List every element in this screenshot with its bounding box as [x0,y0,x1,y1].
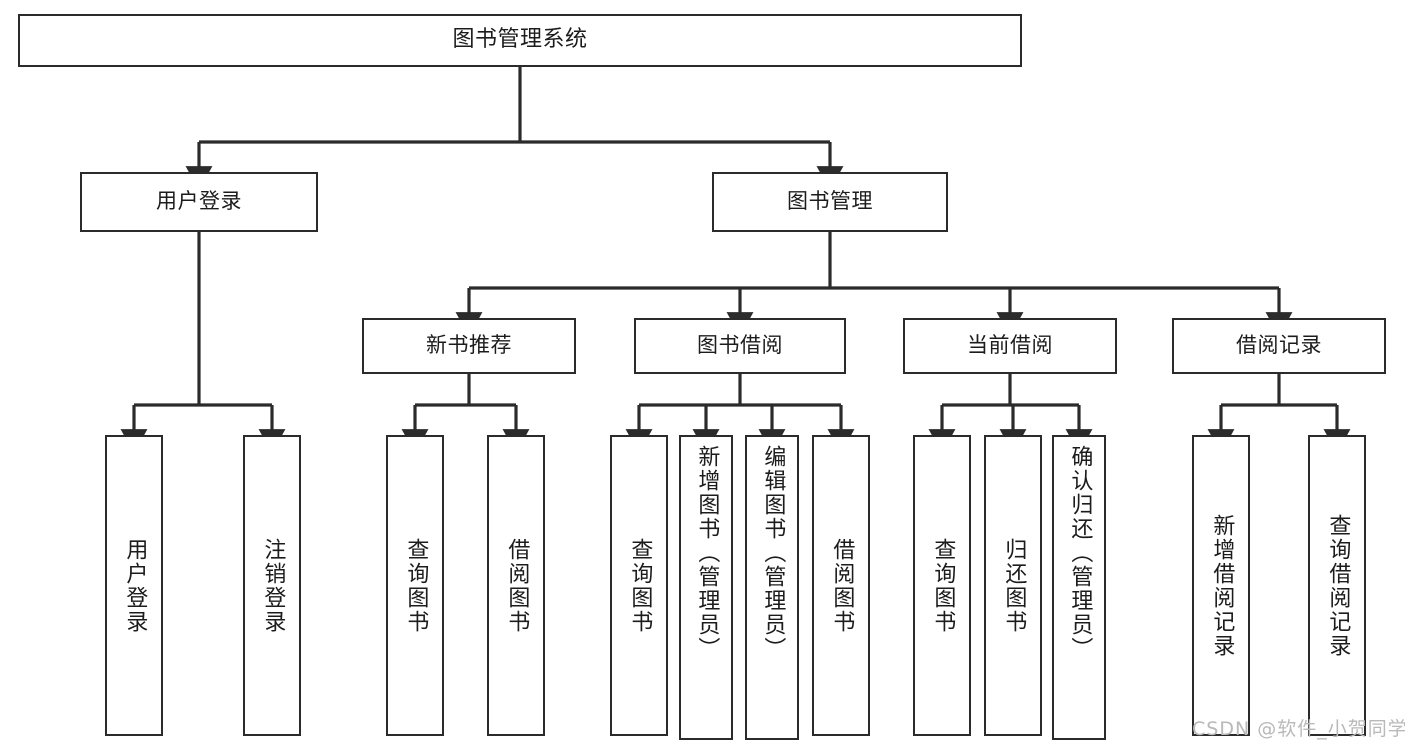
node-leaf-return-book[interactable]: 归还图书 [984,435,1042,736]
node-leaf-user-logout[interactable]: 注销登录 [243,435,301,736]
node-leaf-query-book-1[interactable]: 查询图书 [386,435,444,736]
csdn-watermark: CSDN @软件_小贺同学 [1192,718,1405,740]
node-leaf-confirm-return[interactable]: 确认归还（管理员） [1052,435,1106,740]
node-label: 借阅记录 [1236,333,1322,358]
node-leaf-user-login[interactable]: 用户登录 [105,435,163,736]
node-leaf-query-book-2[interactable]: 查询图书 [610,435,668,736]
node-leaf-borrow-book-2[interactable]: 借阅图书 [812,435,870,736]
node-label: 用户登录 [156,189,242,214]
node-label: 图书管理系统 [452,27,588,53]
node-label: 查询图书 [403,537,429,634]
node-borrow-record[interactable]: 借阅记录 [1172,318,1386,374]
node-label: 新增借阅记录 [1209,513,1235,658]
node-label: 借阅图书 [829,537,855,634]
node-label: 查询借阅记录 [1325,513,1351,658]
node-leaf-query-record[interactable]: 查询借阅记录 [1308,435,1366,736]
node-label: 图书管理 [787,189,873,214]
node-label: 图书借阅 [697,333,783,358]
node-label: 归还图书 [1001,537,1027,634]
node-book-manage[interactable]: 图书管理 [712,172,948,232]
node-label: 新增图书（管理员） [694,445,720,661]
node-leaf-edit-book[interactable]: 编辑图书（管理员） [745,435,799,740]
node-label: 查询图书 [930,537,956,634]
node-label: 注销登录 [260,537,286,634]
node-label: 用户登录 [122,537,148,634]
node-leaf-add-book[interactable]: 新增图书（管理员） [679,435,733,740]
node-user-login[interactable]: 用户登录 [80,172,318,232]
node-root[interactable]: 图书管理系统 [18,14,1022,67]
node-current-borrow[interactable]: 当前借阅 [903,318,1117,374]
node-book-borrow[interactable]: 图书借阅 [634,318,846,374]
node-label: 当前借阅 [967,333,1053,358]
node-label: 编辑图书（管理员） [760,445,786,661]
node-label: 确认归还（管理员） [1067,445,1093,661]
node-label: 借阅图书 [504,537,530,634]
node-new-book-rec[interactable]: 新书推荐 [362,318,576,374]
node-leaf-borrow-book-1[interactable]: 借阅图书 [487,435,545,736]
node-leaf-add-record[interactable]: 新增借阅记录 [1192,435,1250,736]
node-leaf-query-book-3[interactable]: 查询图书 [913,435,971,736]
node-label: 查询图书 [627,537,653,634]
node-label: 新书推荐 [426,333,512,358]
